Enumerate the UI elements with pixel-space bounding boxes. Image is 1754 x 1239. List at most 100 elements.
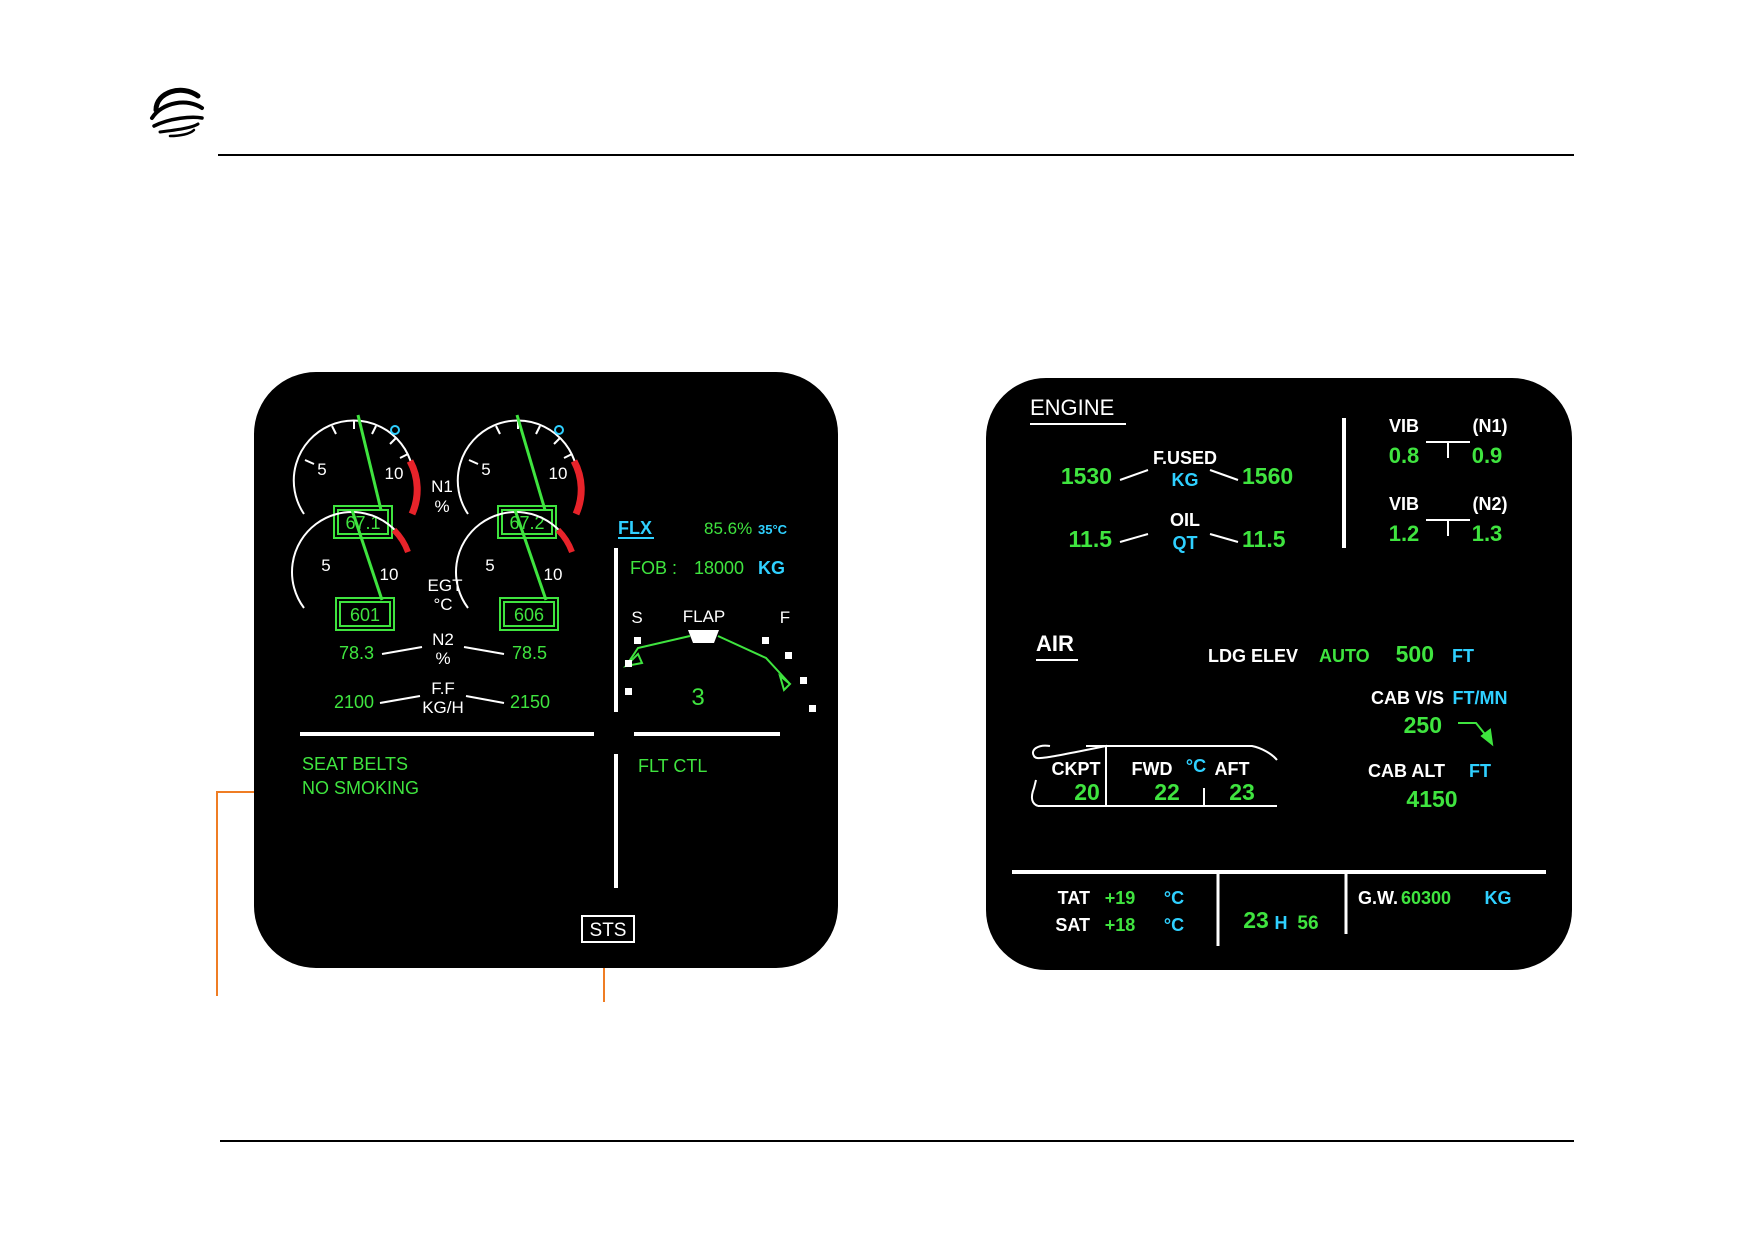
vib-n1-label: VIB — [1389, 416, 1419, 436]
cab-alt-value: 4150 — [1406, 786, 1457, 812]
ldg-elev-unit: FT — [1452, 646, 1474, 666]
cab-vs-unit: FT/MN — [1453, 688, 1508, 708]
n1-scale-low: 5 — [317, 460, 326, 479]
cab-vs-label: CAB V/S — [1371, 688, 1444, 708]
header-rule — [218, 154, 1574, 156]
cab-alt-label: CAB ALT — [1368, 761, 1445, 781]
egt-scale-low: 5 — [321, 556, 330, 575]
n2-label: N2 — [432, 630, 454, 649]
thrust-limit: 85.6% — [704, 519, 752, 538]
oil-eng2: 11.5 — [1242, 526, 1286, 552]
gw-label: G.W. — [1358, 888, 1398, 908]
thrust-temp: 35°C — [758, 522, 788, 537]
egt-needle-eng2 — [513, 509, 548, 601]
cab-vs-arrow-icon — [1458, 722, 1494, 747]
egt-label: EGT — [428, 576, 463, 595]
oil-label: OIL — [1170, 510, 1200, 530]
footer-rule — [220, 1140, 1574, 1142]
flap-label: FLAP — [683, 607, 726, 626]
aft-temp: 23 — [1229, 779, 1255, 805]
system-display: ENGINE F.USED KG 1530 1560 OIL QT 11.5 1… — [986, 378, 1572, 970]
n1-needle-eng2 — [515, 414, 547, 511]
memo-seat-belts: SEAT BELTS — [302, 754, 408, 774]
n2-value-eng2: 78.5 — [512, 643, 547, 663]
engine-title: ENGINE — [1030, 395, 1114, 420]
ldg-elev-label: LDG ELEV — [1208, 646, 1298, 666]
ff-label: F.F — [431, 679, 455, 698]
n1-needle-eng1 — [356, 414, 383, 511]
egt-scale-high: 10 — [544, 565, 563, 584]
wing-symbol — [688, 630, 719, 643]
n1-gauge-eng1: 5 10 67.1 — [292, 414, 421, 539]
memo-flt-ctl: FLT CTL — [638, 756, 707, 776]
n1-scale-high: 10 — [385, 464, 404, 483]
cab-alt-unit: FT — [1469, 761, 1491, 781]
egt-scale-high: 10 — [380, 565, 399, 584]
ff-value-eng1: 2100 — [334, 692, 374, 712]
egt-needle-eng1 — [350, 509, 384, 601]
oil-eng1: 11.5 — [1069, 526, 1113, 552]
sat-value: +18 — [1105, 915, 1136, 935]
air-title: AIR — [1036, 631, 1074, 656]
vib-n1-eng1: 0.8 — [1389, 443, 1420, 468]
flap-f-label: F — [780, 608, 790, 627]
ff-unit: KG/H — [422, 698, 464, 717]
ckpt-temp: 20 — [1074, 779, 1100, 805]
n1-scale-high: 10 — [549, 464, 568, 483]
n1-gauge-eng2: 5 10 67.2 — [456, 414, 585, 539]
egt-unit: °C — [433, 595, 452, 614]
fused-eng2: 1560 — [1242, 463, 1293, 489]
vib-n2-eng1: 1.2 — [1389, 521, 1420, 546]
fob-label: FOB : — [630, 558, 677, 578]
clock-separator: H — [1275, 913, 1288, 933]
ckpt-label: CKPT — [1052, 759, 1101, 779]
gw-unit: KG — [1485, 888, 1512, 908]
flap-position: 3 — [691, 684, 704, 711]
tat-value: +19 — [1105, 888, 1136, 908]
fused-label: F.USED — [1153, 448, 1217, 468]
flap-position-line — [717, 635, 791, 685]
fused-eng1: 1530 — [1061, 463, 1112, 489]
vib-n1-eng2: 0.9 — [1472, 443, 1503, 468]
n2-value-eng1: 78.3 — [339, 643, 374, 663]
egt-gauge-eng2: 5 10 606 — [455, 509, 575, 631]
egt-scale-low: 5 — [485, 556, 494, 575]
n2-unit: % — [435, 649, 450, 668]
thrust-mode: FLX — [618, 518, 652, 538]
ff-value-eng2: 2150 — [510, 692, 550, 712]
clock-hours: 23 — [1243, 907, 1269, 933]
cabin-temp-schematic — [1030, 744, 1278, 807]
engine-warning-display: 5 10 67.1 5 10 67.2 N1 % 5 10 — [254, 372, 838, 968]
fob-unit: KG — [758, 558, 785, 578]
vib-n2-ref: (N2) — [1473, 494, 1508, 514]
ldg-elev-value: 500 — [1396, 641, 1434, 667]
n1-unit: % — [434, 497, 449, 516]
n1-label: N1 — [431, 477, 453, 496]
tat-unit: °C — [1164, 888, 1184, 908]
sat-unit: °C — [1164, 915, 1184, 935]
slat-label: S — [631, 608, 642, 627]
vib-n1-ref: (N1) — [1473, 416, 1508, 436]
fob-value: 18000 — [694, 558, 744, 578]
sat-label: SAT — [1055, 915, 1090, 935]
tat-label: TAT — [1058, 888, 1090, 908]
clock-minutes: 56 — [1297, 913, 1318, 934]
cabin-temp-unit: °C — [1186, 756, 1206, 776]
ldg-elev-mode: AUTO — [1319, 646, 1370, 666]
fwd-temp: 22 — [1154, 779, 1180, 805]
oil-unit: QT — [1173, 533, 1198, 553]
swirl-logo-icon — [150, 87, 204, 138]
fused-unit: KG — [1172, 470, 1199, 490]
fwd-label: FWD — [1132, 759, 1173, 779]
memo-no-smoking: NO SMOKING — [302, 778, 419, 798]
egt-gauge-eng1: 5 10 601 — [291, 509, 411, 631]
vib-n2-label: VIB — [1389, 494, 1419, 514]
n1-scale-low: 5 — [481, 460, 490, 479]
egt-value-eng1: 601 — [350, 605, 380, 625]
vib-n2-eng2: 1.3 — [1472, 521, 1503, 546]
aft-label: AFT — [1215, 759, 1250, 779]
cab-vs-value: 250 — [1404, 712, 1442, 738]
egt-value-eng2: 606 — [514, 605, 544, 625]
gw-value: 60300 — [1401, 888, 1451, 908]
sts-indicator: STS — [590, 920, 627, 941]
